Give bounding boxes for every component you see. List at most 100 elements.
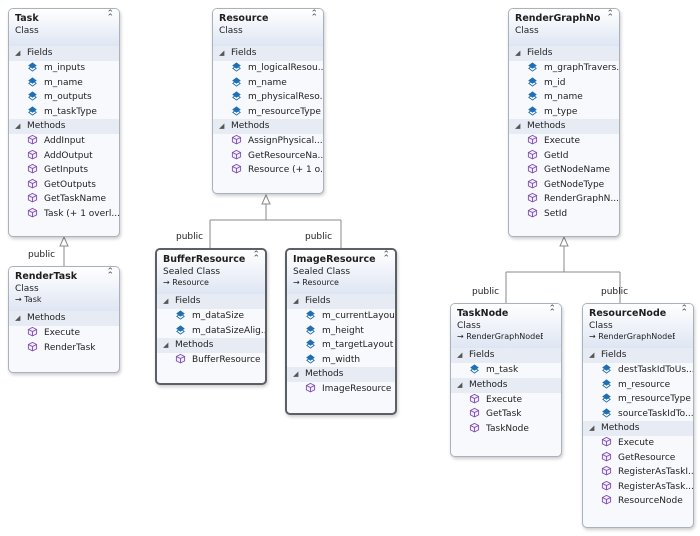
- method-cube-icon: [231, 163, 242, 174]
- method-name: Execute: [544, 136, 580, 146]
- fields-section-header[interactable]: ◢Fields: [583, 348, 693, 363]
- method-row[interactable]: BufferResource: [157, 353, 265, 368]
- class-box-rendergraphnodebase[interactable]: RenderGraphNo...Class⌃⌃◢Fieldsm_graphTra…: [508, 8, 620, 237]
- field-row[interactable]: m_name: [9, 76, 119, 91]
- field-row[interactable]: m_resource: [583, 378, 693, 393]
- field-row[interactable]: m_dataSizeAlig...: [157, 324, 265, 339]
- method-row[interactable]: GetNodeType: [509, 178, 619, 193]
- base-class: → Resource: [293, 278, 339, 287]
- field-row[interactable]: m_taskType: [9, 105, 119, 120]
- method-row[interactable]: GetInputs: [9, 163, 119, 178]
- method-row[interactable]: GetNodeName: [509, 163, 619, 178]
- methods-section-header[interactable]: ◢Methods: [9, 311, 119, 326]
- methods-section-header[interactable]: ◢Methods: [157, 338, 265, 353]
- method-row[interactable]: RenderTask: [9, 341, 119, 356]
- methods-section-header[interactable]: ◢Methods: [583, 421, 693, 436]
- field-row[interactable]: m_inputs: [9, 61, 119, 76]
- method-row[interactable]: GetTaskName: [9, 192, 119, 207]
- field-row[interactable]: m_width: [287, 353, 395, 368]
- field-row[interactable]: m_targetLayout: [287, 338, 395, 353]
- method-cube-icon: [27, 163, 38, 174]
- methods-section-header[interactable]: ◢Methods: [213, 119, 323, 134]
- method-row[interactable]: GetId: [509, 149, 619, 164]
- methods-section-header[interactable]: ◢Methods: [287, 367, 395, 382]
- chevron-up-double-icon[interactable]: ⌃⌃: [106, 9, 114, 23]
- method-cube-icon: [469, 393, 480, 403]
- field-row[interactable]: m_type: [509, 105, 619, 120]
- method-row[interactable]: ResourceNode: [583, 494, 693, 509]
- field-name: m_resourceType: [248, 106, 321, 117]
- method-row[interactable]: RegisterAsTask...: [583, 480, 693, 495]
- fields-section-header[interactable]: ◢Fields: [451, 348, 561, 363]
- fields-section-header[interactable]: ◢Fields: [157, 294, 265, 309]
- methods-section-header[interactable]: ◢Methods: [451, 377, 561, 393]
- method-row[interactable]: AddOutput: [9, 149, 119, 164]
- chevron-up-double-icon[interactable]: ⌃⌃: [310, 9, 318, 23]
- method-row[interactable]: Execute: [509, 134, 619, 149]
- chevron-up-double-icon[interactable]: ⌃⌃: [606, 9, 614, 23]
- method-row[interactable]: RegisterAsTaskI...: [583, 465, 693, 480]
- method-cube-icon: [27, 178, 38, 188]
- method-row[interactable]: SetId: [509, 207, 619, 222]
- method-row[interactable]: Execute: [583, 436, 693, 451]
- field-row[interactable]: m_resourceType: [213, 105, 323, 120]
- field-row[interactable]: m_name: [213, 76, 323, 91]
- method-row[interactable]: Task (+ 1 overl...: [9, 207, 119, 222]
- method-row[interactable]: TaskNode: [451, 422, 561, 437]
- method-name: RenderTask: [44, 342, 96, 353]
- method-row[interactable]: Execute: [451, 393, 561, 408]
- fields-section-header[interactable]: ◢Fields: [213, 46, 323, 61]
- method-row[interactable]: AddInput: [9, 134, 119, 149]
- chevron-up-double-icon[interactable]: ⌃⌃: [106, 267, 114, 281]
- field-row[interactable]: m_task: [451, 363, 561, 378]
- fields-section-header[interactable]: ◢Fields: [509, 46, 619, 61]
- field-row[interactable]: m_height: [287, 324, 395, 339]
- method-row[interactable]: GetTask: [451, 407, 561, 422]
- field-row[interactable]: m_physicalReso...: [213, 90, 323, 105]
- chevron-up-double-icon[interactable]: ⌃⌃: [252, 250, 260, 264]
- chevron-up-double-icon[interactable]: ⌃⌃: [680, 304, 688, 318]
- method-cube-icon: [231, 134, 242, 145]
- method-row[interactable]: GetResource: [583, 451, 693, 466]
- method-row[interactable]: GetResourceNa...: [213, 149, 323, 164]
- method-row[interactable]: Resource (+ 1 o...: [213, 163, 323, 178]
- methods-section-header[interactable]: ◢Methods: [9, 119, 119, 134]
- field-row[interactable]: sourceTaskIdTo...: [583, 407, 693, 422]
- fields-section-header[interactable]: ◢Fields: [9, 46, 119, 61]
- field-row[interactable]: m_graphTravers...: [509, 61, 619, 76]
- field-row[interactable]: m_resourceType: [583, 392, 693, 407]
- method-row[interactable]: ImageResource: [287, 382, 395, 397]
- chevron-up-double-icon[interactable]: ⌃⌃: [548, 304, 556, 318]
- class-kind: Class: [515, 26, 539, 36]
- field-row[interactable]: destTaskIdToUs...: [583, 363, 693, 378]
- field-row[interactable]: m_dataSize: [157, 309, 265, 324]
- inheritance-label-tasknode: public: [472, 287, 500, 297]
- field-row[interactable]: m_name: [509, 90, 619, 105]
- methods-section-header[interactable]: ◢Methods: [509, 119, 619, 134]
- field-icon: [176, 324, 185, 335]
- field-row[interactable]: m_logicalResou...: [213, 61, 323, 76]
- class-kind: Class: [457, 321, 481, 331]
- field-row[interactable]: m_id: [509, 76, 619, 91]
- fields-section-header[interactable]: ◢Fields: [287, 294, 395, 309]
- method-cube-icon: [27, 207, 38, 217]
- inheritance-label-resourcenode: public: [601, 287, 629, 297]
- method-row[interactable]: AssignPhysical...: [213, 134, 323, 149]
- method-cube-icon: [527, 207, 538, 217]
- field-row[interactable]: m_currentLayout: [287, 309, 395, 324]
- field-row[interactable]: m_outputs: [9, 90, 119, 105]
- method-row[interactable]: Execute: [9, 326, 119, 341]
- method-name: AddInput: [44, 136, 85, 146]
- chevron-up-double-icon[interactable]: ⌃⌃: [382, 250, 390, 264]
- method-row[interactable]: GetOutputs: [9, 178, 119, 193]
- method-row[interactable]: RenderGraphN...: [509, 192, 619, 207]
- method-cube-icon: [175, 353, 186, 364]
